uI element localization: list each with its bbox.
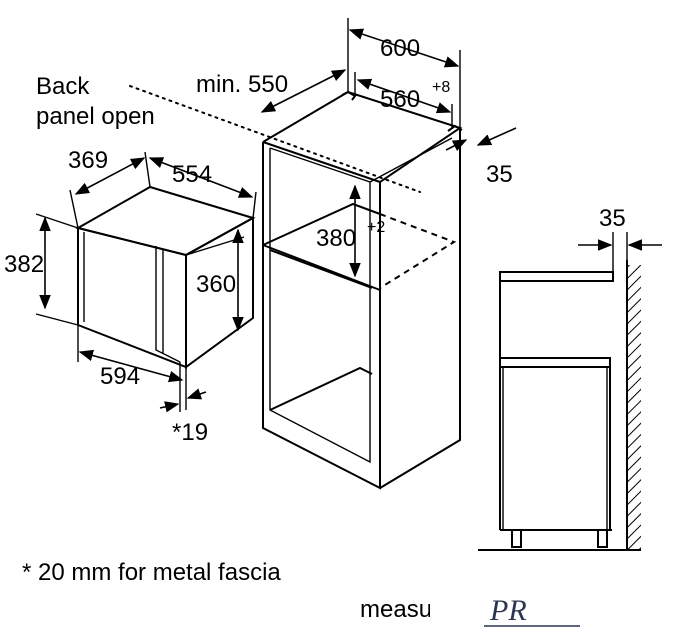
panel-gap-label: 35	[486, 161, 513, 188]
niche-height-label: 380	[316, 225, 356, 252]
watermark: measur PR	[360, 590, 580, 628]
brand-logo: PR	[484, 594, 580, 627]
min-depth-label: min. 550	[196, 71, 288, 98]
oven-height-outer-label: 382	[4, 251, 44, 278]
oven-height-inner-label: 360	[196, 271, 236, 298]
cabinet-width-label: 600	[380, 35, 420, 62]
footnote: * 20 mm for metal fascia	[22, 559, 281, 586]
oven-dimensions	[35, 151, 257, 413]
oven-width-front-label: 594	[100, 363, 140, 390]
oven-depth-label: 369	[68, 147, 108, 174]
fascia-offset-label: *19	[172, 419, 208, 446]
back-panel-label-line1: Back	[36, 73, 90, 100]
cabinet-dimensions	[260, 18, 517, 278]
side-gap-label: 35	[599, 205, 626, 232]
niche-height-tolerance: +2	[367, 219, 385, 236]
logo-letters: PR	[489, 594, 527, 627]
back-panel-label-line2: panel open	[36, 103, 155, 130]
inner-width-tolerance: +8	[432, 79, 450, 96]
side-view-drawing	[478, 232, 662, 551]
watermark-text: measur	[360, 596, 440, 623]
inner-width-label: 560	[380, 86, 420, 113]
oven-width-top-label: 554	[172, 161, 212, 188]
